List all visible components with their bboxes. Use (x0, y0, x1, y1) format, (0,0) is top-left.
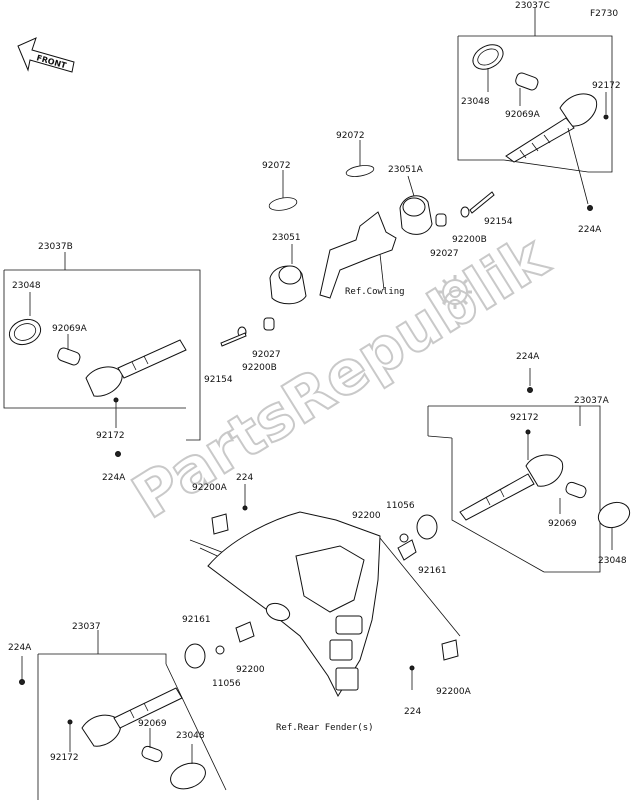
gear-icon (438, 275, 472, 309)
label-23037: 23037 (72, 622, 101, 632)
bulb-92069-r (565, 481, 587, 499)
rear-fender (184, 484, 461, 698)
bulb-92069A-l (57, 347, 81, 366)
label-92200B-l: 92200B (242, 363, 277, 373)
signal-housing-ra (525, 454, 564, 487)
label-23051: 23051 (272, 233, 301, 243)
label-92069-r: 92069 (548, 519, 577, 529)
front-arrow-icon: FRONT (17, 37, 75, 73)
bulb-92069-b (141, 745, 163, 763)
label-23048-l: 23048 (12, 281, 41, 291)
label-23037B: 23037B (38, 242, 73, 252)
label-92172-m: 92172 (510, 413, 539, 423)
label-23048-tr: 23048 (461, 97, 490, 107)
label-92172-b: 92172 (50, 753, 79, 763)
label-92200-b: 92200 (236, 665, 265, 675)
label-224-b: 224 (404, 707, 421, 717)
label-92161-b: 92161 (182, 615, 211, 625)
label-224A-l: 224A (102, 473, 126, 483)
group-23037B (3, 252, 201, 457)
label-23037C: 23037C (515, 1, 550, 11)
group-23037 (19, 630, 227, 800)
label-224A-bl: 224A (8, 643, 32, 653)
grommet-92161-r (416, 514, 438, 540)
grommet-92161-b (184, 643, 206, 669)
bracket (319, 211, 397, 299)
label-92172-l: 92172 (96, 431, 125, 441)
label-92027-l: 92027 (252, 350, 281, 360)
label-11056-b: 11056 (212, 679, 241, 689)
label-224A-tr: 224A (578, 225, 602, 235)
label-23048-mr: 23048 (598, 556, 627, 566)
label-92069-b: 92069 (138, 719, 167, 729)
lens-23048-tr (472, 44, 504, 70)
label-92154-l: 92154 (204, 375, 233, 385)
label-92072-l: 92072 (262, 161, 291, 171)
label-23051A: 23051A (388, 165, 424, 175)
label-224A-m: 224A (516, 352, 540, 362)
signal-housing-l (85, 366, 123, 397)
label-92027-r: 92027 (430, 249, 459, 259)
label-92200A-b: 92200A (436, 687, 472, 697)
label-92200-r: 92200 (352, 511, 381, 521)
lens-23048-l (8, 318, 42, 346)
ref-cowling: Ref.Cowling (345, 287, 405, 297)
label-92161-r: 92161 (418, 566, 447, 576)
bulb-92069A-tr (515, 72, 539, 91)
diagram-code: F2730 (590, 9, 618, 19)
label-92069A-tr: 92069A (505, 110, 541, 120)
label-92069A-l: 92069A (52, 324, 88, 334)
label-92200A-l: 92200A (192, 483, 228, 493)
label-23037A: 23037A (574, 396, 610, 406)
label-224-m: 224 (236, 473, 253, 483)
ref-rear-fender: Ref.Rear Fender(s) (276, 723, 374, 733)
center-assembly (220, 140, 495, 347)
label-11056-r: 11056 (386, 501, 415, 511)
label-92172-tr: 92172 (592, 81, 621, 91)
label-23048-b: 23048 (176, 731, 205, 741)
label-92072-r: 92072 (336, 131, 365, 141)
label-92154-r: 92154 (484, 217, 513, 227)
group-23037A (427, 368, 631, 573)
label-92200B-r: 92200B (452, 235, 487, 245)
group-23037C (457, 8, 613, 211)
signal-housing-tr (559, 93, 598, 127)
lens-23048-mr (597, 501, 631, 529)
lens-23048-b (170, 762, 206, 790)
